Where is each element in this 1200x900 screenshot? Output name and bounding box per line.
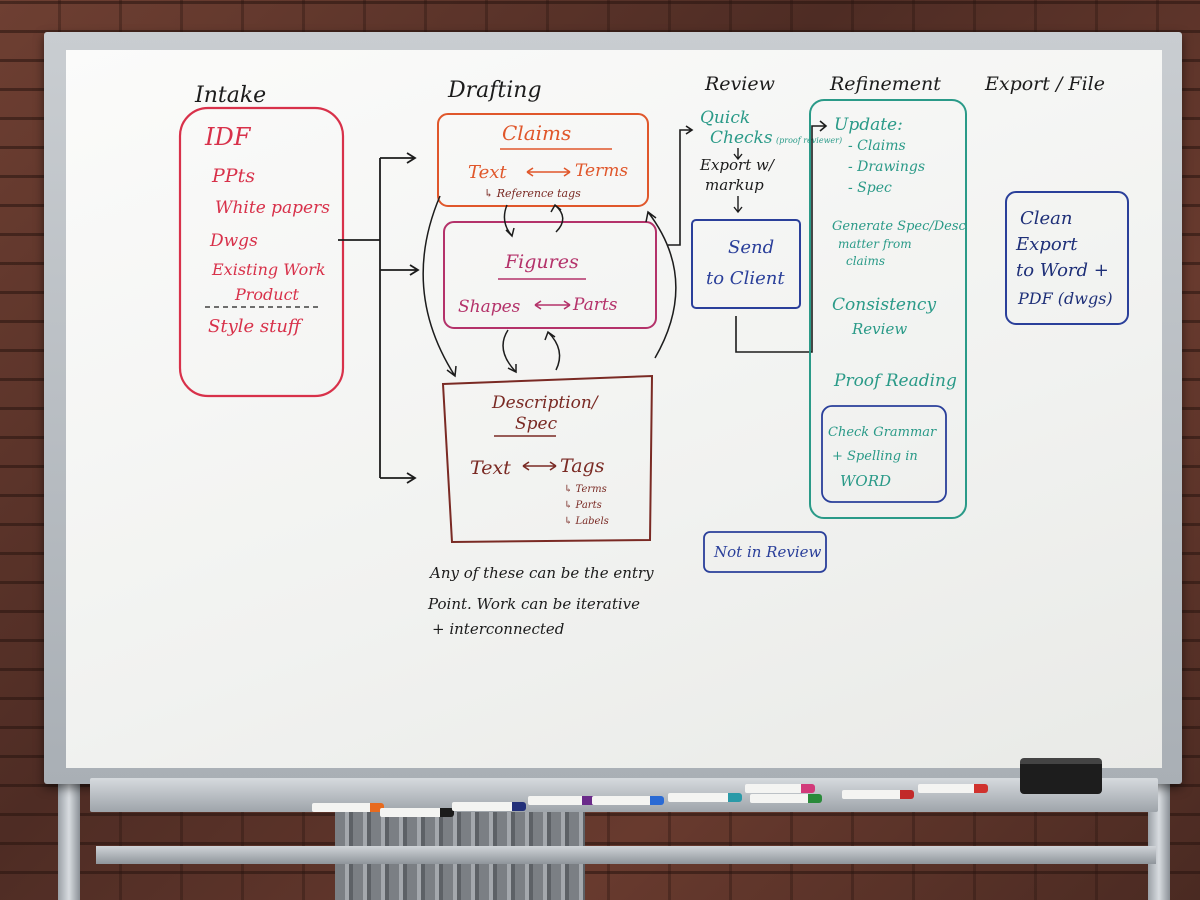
refinement-update-drawings: - Drawings — [848, 159, 925, 175]
review-checks: Checks — [710, 128, 773, 148]
export-line-3: to Word + — [1016, 260, 1109, 281]
intake-arrows — [338, 152, 420, 484]
spec-tags: Tags — [560, 455, 605, 477]
not-in-review-box — [703, 531, 827, 573]
claims-text: Text — [468, 162, 507, 183]
review-arrows — [733, 148, 743, 214]
header-refinement: Refinement — [829, 73, 941, 95]
intake-item-product: Product — [234, 285, 300, 304]
figures-parts: Parts — [572, 295, 618, 315]
spec-sub-terms: ↳ Terms — [564, 484, 607, 495]
refinement-consistency-1: Consistency — [832, 295, 936, 315]
figures-box — [443, 221, 657, 329]
claims-double-arrow — [526, 167, 571, 177]
marker-purple[interactable] — [528, 796, 596, 805]
spec-sub-parts: ↳ Parts — [564, 500, 602, 511]
drafting-note-line-3: + interconnected — [432, 620, 564, 638]
header-intake: Intake — [194, 83, 266, 108]
spec-title-line-1: Description/ — [491, 393, 600, 413]
marker-red[interactable] — [842, 790, 914, 799]
send-to-client-box — [691, 219, 801, 309]
not-in-review-label: Not in Review — [713, 543, 821, 561]
intake-item-white-papers: White papers — [215, 198, 330, 218]
review-export-markup-1: Export w/ — [699, 156, 776, 174]
send-line-2: to Client — [706, 268, 785, 289]
intake-item-existing-work: Existing Work — [211, 260, 326, 279]
header-review: Review — [704, 73, 775, 95]
marker-tray — [90, 778, 1158, 812]
refinement-update: Update: — [834, 115, 903, 135]
refinement-consistency-2: Review — [851, 320, 907, 338]
drafting-note-line-1: Any of these can be the entry — [428, 564, 654, 582]
marker-teal[interactable] — [668, 793, 742, 802]
header-drafting: Drafting — [447, 78, 542, 103]
refinement-proofreading: Proof Reading — [833, 371, 957, 391]
drafting-note-line-2: Point. Work can be iterative — [427, 595, 640, 613]
marker-orange[interactable] — [312, 803, 384, 812]
figures-double-arrow — [534, 300, 571, 310]
refinement-generate-1: Generate Spec/Desc — [832, 219, 967, 234]
review-quick: Quick — [700, 108, 750, 128]
grammar-line-1: Check Grammar — [828, 425, 937, 440]
header-export: Export / File — [984, 73, 1105, 95]
figures-title: Figures — [504, 251, 579, 273]
intake-item-ppts: PPts — [211, 165, 255, 187]
export-line-4: PDF (dwgs) — [1017, 289, 1113, 308]
iteration-arrows — [422, 195, 677, 378]
export-line-1: Clean — [1020, 208, 1073, 229]
marker-black[interactable] — [380, 808, 454, 817]
marker-green[interactable] — [750, 794, 822, 803]
spec-box — [441, 374, 654, 544]
whiteboard-eraser[interactable] — [1020, 758, 1102, 794]
claims-terms: Terms — [575, 161, 628, 181]
grammar-check-box — [821, 405, 947, 503]
refinement-generate-3: claims — [846, 254, 885, 268]
clean-export-box — [1005, 191, 1129, 325]
grammar-line-3: WORD — [840, 472, 891, 490]
refinement-update-claims: - Claims — [848, 138, 906, 154]
intake-item-idf: IDF — [204, 123, 252, 151]
marker-blue[interactable] — [592, 796, 664, 805]
claims-box — [437, 113, 649, 207]
refinement-box — [809, 99, 967, 519]
review-to-refinement-arrow — [735, 120, 828, 353]
spec-sub-labels: ↳ Labels — [564, 516, 609, 527]
intake-box — [178, 106, 345, 398]
marker-red-2[interactable] — [918, 784, 988, 793]
marker-pink[interactable] — [745, 784, 815, 793]
claims-title: Claims — [502, 121, 571, 145]
stand-crossbar — [96, 846, 1156, 864]
refinement-generate-2: matter from — [838, 237, 912, 251]
marker-navy[interactable] — [452, 802, 526, 811]
spec-title-line-2: Spec — [515, 414, 558, 434]
refinement-update-spec: - Spec — [848, 180, 892, 196]
spec-double-arrow — [522, 461, 557, 471]
drafting-to-review-arrow — [668, 125, 694, 246]
grammar-line-2: + Spelling in — [832, 449, 918, 464]
figures-shapes: Shapes — [458, 297, 521, 317]
intake-item-style-stuff: Style stuff — [208, 316, 304, 337]
send-line-1: Send — [728, 237, 774, 258]
claims-reference-tags: ↳ Reference tags — [484, 187, 581, 200]
review-export-markup-2: markup — [705, 176, 764, 194]
whiteboard-surface — [66, 50, 1162, 768]
export-line-2: Export — [1015, 234, 1078, 255]
intake-item-dwgs: Dwgs — [209, 231, 258, 251]
spec-text: Text — [470, 457, 511, 479]
